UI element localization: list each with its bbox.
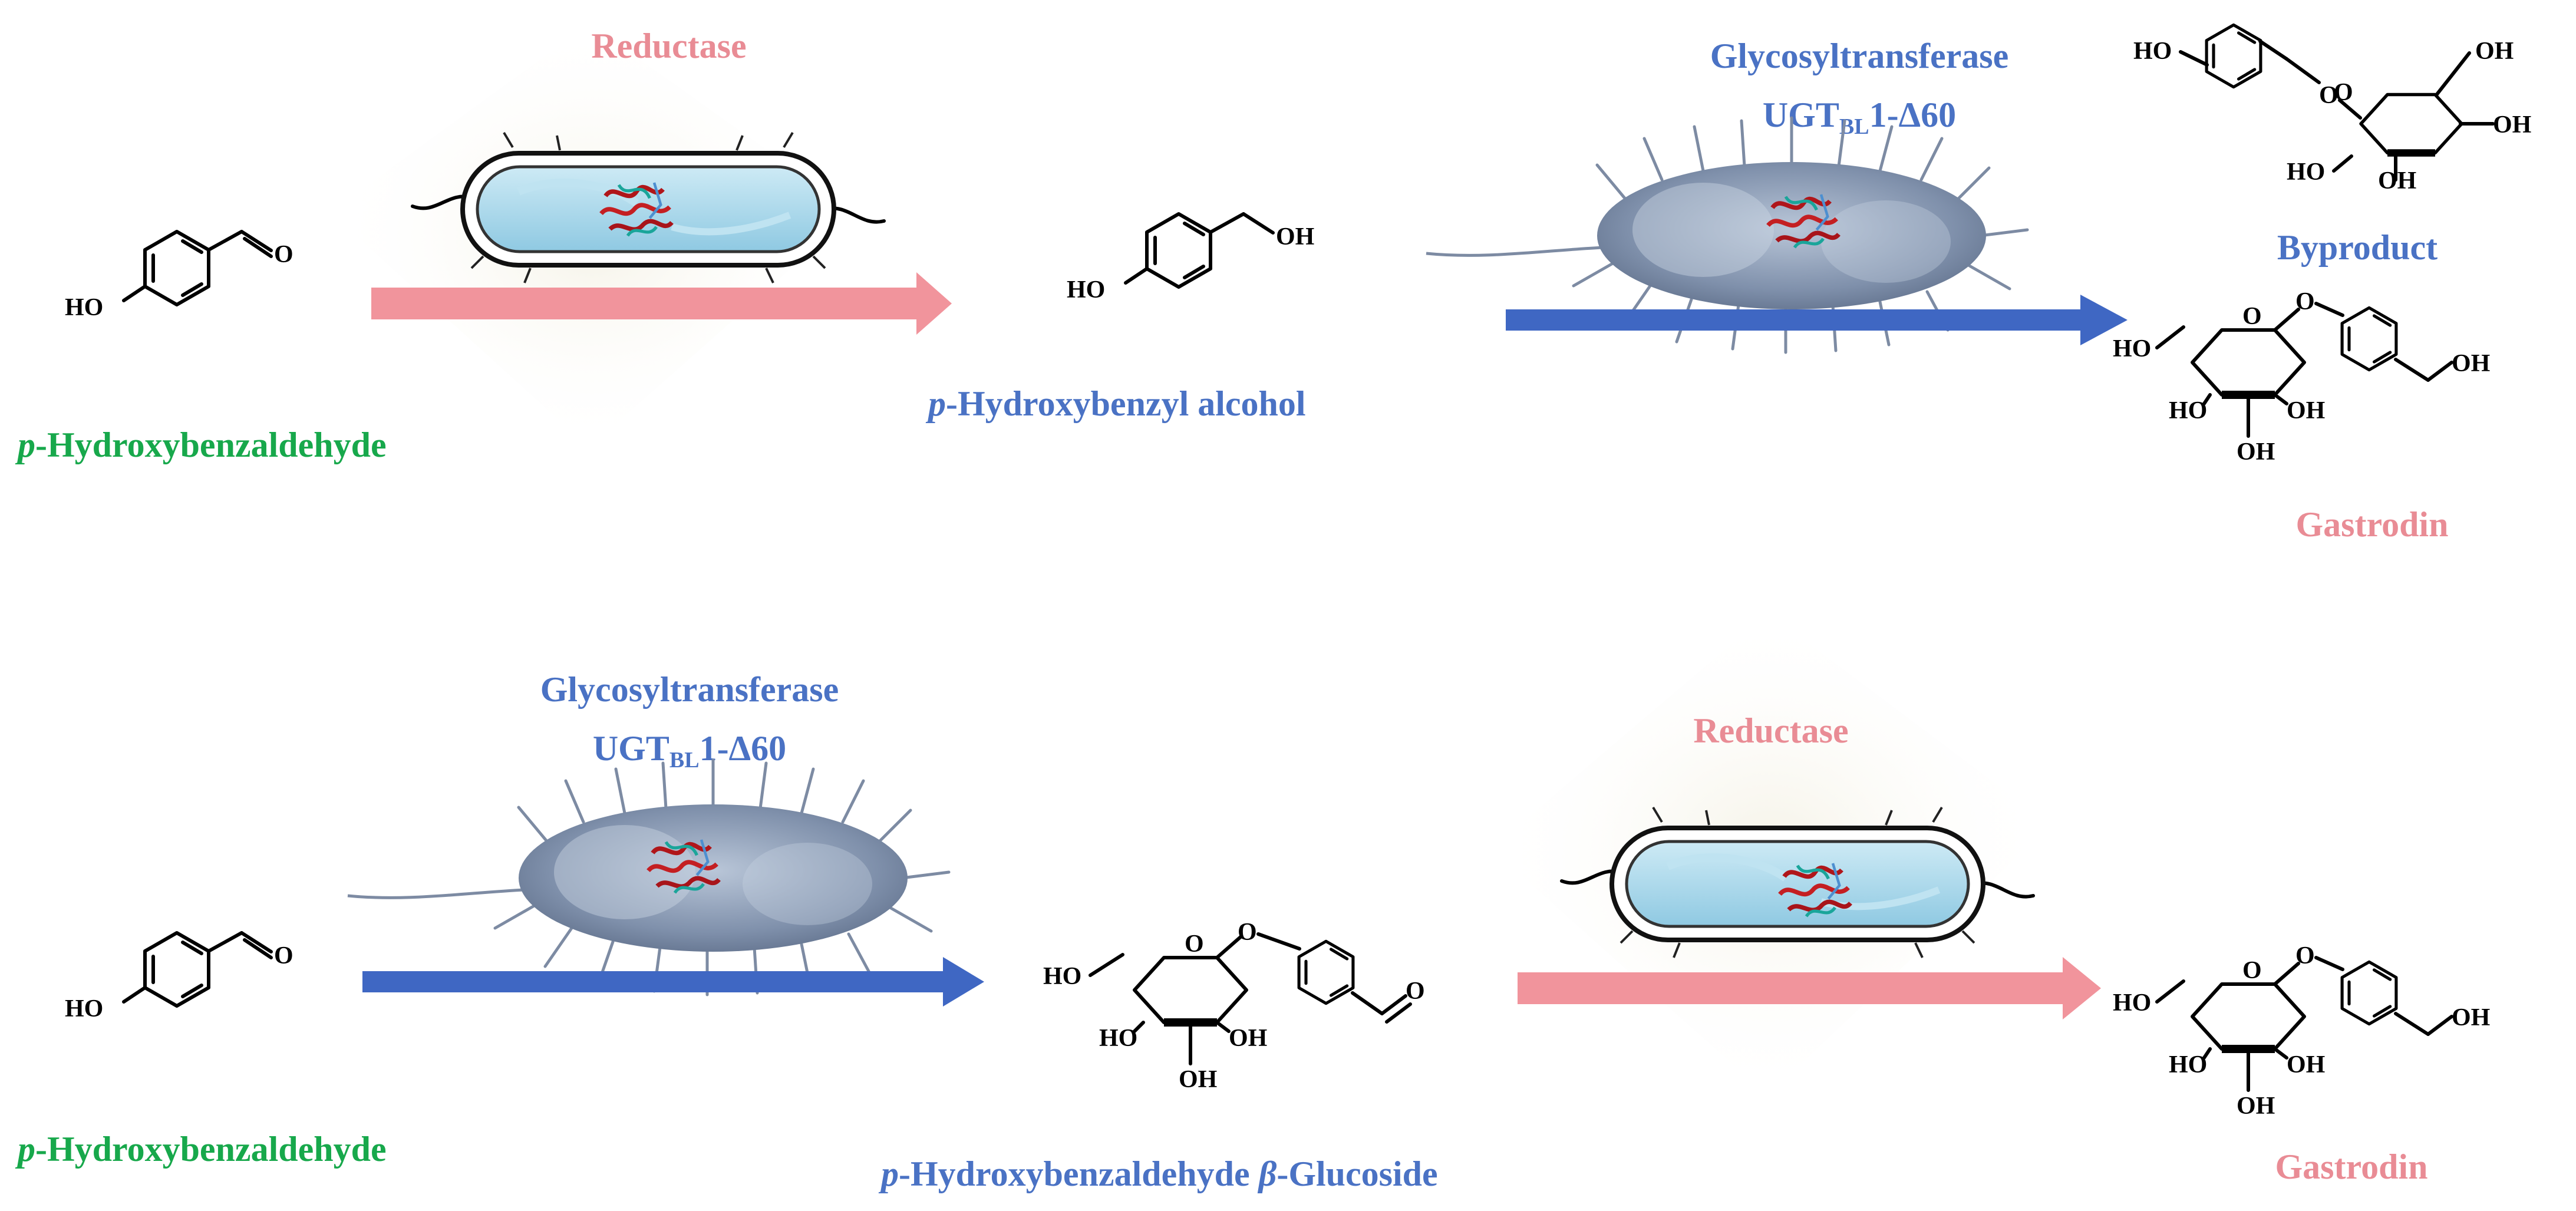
svg-text:O: O xyxy=(2242,957,2262,984)
reaction-arrow-icon xyxy=(362,957,984,1007)
bottom-glycosyltransferase-label: Glycosyltransferase xyxy=(540,670,839,709)
bottom-reductase-label: Reductase xyxy=(1693,711,1848,750)
svg-text:HO: HO xyxy=(2169,1051,2207,1078)
reaction-arrow-icon xyxy=(1506,295,2128,345)
svg-text:O: O xyxy=(1406,978,1425,1005)
svg-text:HO: HO xyxy=(2169,397,2207,424)
svg-text:O: O xyxy=(2295,288,2315,315)
svg-text:O: O xyxy=(2319,82,2338,109)
svg-text:HO: HO xyxy=(2133,38,2172,65)
top-glycosyltransferase-label: Glycosyltransferase xyxy=(1710,37,2009,75)
aldehyde-o: O xyxy=(274,942,293,969)
phenol-ho: HO xyxy=(65,294,103,321)
bottom-gastrodin-structure: HO O OH HO OH OH O xyxy=(2113,942,2490,1120)
top-intermediate-structure: OH HO xyxy=(1067,212,1314,303)
intermediate-ho: HO xyxy=(1067,276,1105,303)
top-substrate-label: p-Hydroxybenzaldehyde xyxy=(15,425,387,464)
phenol-ho: HO xyxy=(65,995,103,1022)
svg-text:OH: OH xyxy=(2287,1051,2325,1078)
svg-text:OH: OH xyxy=(2452,350,2490,377)
bottom-substrate-label: p-Hydroxybenzaldehyde xyxy=(15,1130,387,1169)
svg-text:OH: OH xyxy=(2287,397,2325,424)
svg-text:O: O xyxy=(2295,942,2315,969)
top-row: Reductase O HO p-Hydroxybenzaldehyde OH xyxy=(15,24,2531,544)
svg-text:OH: OH xyxy=(2237,438,2275,466)
svg-text:OH: OH xyxy=(2493,111,2531,138)
svg-text:OH: OH xyxy=(2378,167,2416,194)
flagellated-bacterium-icon xyxy=(348,760,949,995)
top-substrate-structure: O HO xyxy=(65,230,293,321)
svg-text:O: O xyxy=(1185,930,1204,958)
top-intermediate-label: p-Hydroxybenzyl alcohol xyxy=(925,384,1306,423)
bottom-intermediate-structure: HO O O HO OH OH O xyxy=(1043,919,1425,1093)
svg-text:HO: HO xyxy=(2287,159,2325,186)
svg-text:OH: OH xyxy=(2237,1093,2275,1120)
svg-text:OH: OH xyxy=(1179,1066,1217,1093)
svg-text:O: O xyxy=(2334,79,2353,106)
svg-text:OH: OH xyxy=(2475,38,2514,65)
svg-text:OH: OH xyxy=(1229,1025,1267,1052)
bottom-row: Glycosyltransferase UGTBL1-Δ60 O HO p-Hy… xyxy=(15,613,2490,1193)
svg-text:O: O xyxy=(2242,303,2262,330)
top-ugt-label: UGTBL1-Δ60 xyxy=(1763,95,1956,139)
svg-text:HO: HO xyxy=(2113,335,2151,362)
aldehyde-o: O xyxy=(274,241,293,268)
svg-text:O: O xyxy=(1238,919,1257,946)
top-gastrodin-label: Gastrodin xyxy=(2296,505,2449,544)
bottom-intermediate-label: p-Hydroxybenzaldehyde β-Glucoside xyxy=(878,1154,1438,1193)
bottom-ugt-label: UGTBL1-Δ60 xyxy=(593,729,786,773)
svg-text:HO: HO xyxy=(1043,963,1081,990)
bottom-gastrodin-label: Gastrodin xyxy=(2275,1147,2428,1186)
top-gastrodin-structure: HO O OH HO OH OH O xyxy=(2113,288,2490,466)
byproduct-label: Byproduct xyxy=(2277,228,2438,267)
svg-text:HO: HO xyxy=(2113,989,2151,1017)
reaction-arrow-icon xyxy=(371,272,952,335)
svg-text:HO: HO xyxy=(1099,1025,1137,1052)
alcohol-oh: OH xyxy=(1276,223,1314,250)
byproduct-structure: HO O OH OH OH HO O xyxy=(2133,25,2531,194)
bottom-substrate-structure: O HO xyxy=(65,931,293,1022)
top-reductase-label: Reductase xyxy=(591,27,746,65)
svg-text:OH: OH xyxy=(2452,1004,2490,1031)
reaction-arrow-icon xyxy=(1518,957,2101,1019)
